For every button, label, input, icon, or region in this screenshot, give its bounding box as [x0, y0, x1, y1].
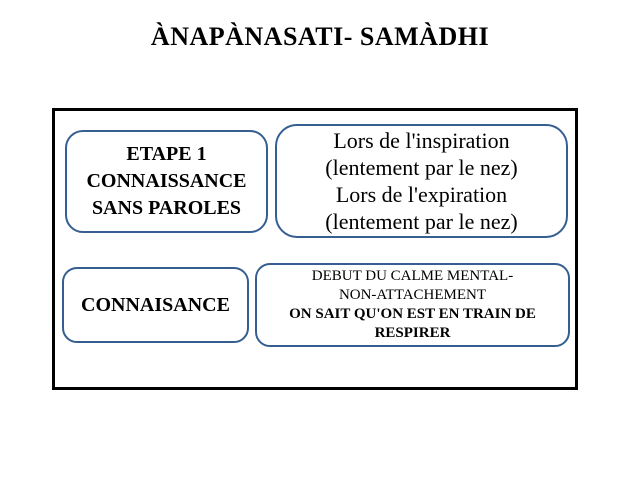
- box-calme-line-bold: RESPIRER: [374, 325, 451, 341]
- box-etape1-line: SANS PAROLES: [91, 197, 242, 219]
- box-connaisance: CONNAISANCE: [62, 267, 249, 343]
- box-breathing-line: (lentement par le nez): [325, 155, 518, 180]
- box-calme-mental: DEBUT DU CALME MENTAL- NON-ATTACHEMENT O…: [255, 263, 570, 347]
- box-breathing-instructions: Lors de l'inspiration (lentement par le …: [275, 124, 568, 238]
- box-breathing-line: Lors de l'expiration: [335, 182, 508, 207]
- box-calme-line: DEBUT DU CALME MENTAL-: [311, 268, 514, 284]
- box-breathing-line: Lors de l'inspiration: [333, 128, 510, 153]
- box-breathing-line: (lentement par le nez): [325, 209, 518, 234]
- box-calme-line: NON-ATTACHEMENT: [338, 287, 487, 303]
- box-etape1-line: CONNAISSANCE: [86, 170, 247, 192]
- diagram-frame: [52, 108, 578, 390]
- box-etape1: ETAPE 1 CONNAISSANCE SANS PAROLES: [65, 130, 268, 233]
- slide-title: ÀNAPÀNASATI- SAMÀDHI: [150, 22, 490, 51]
- box-calme-line-bold: ON SAIT QU'ON EST EN TRAIN DE: [289, 306, 536, 322]
- box-etape1-line: ETAPE 1: [126, 143, 207, 165]
- box-connaisance-line: CONNAISANCE: [81, 294, 230, 316]
